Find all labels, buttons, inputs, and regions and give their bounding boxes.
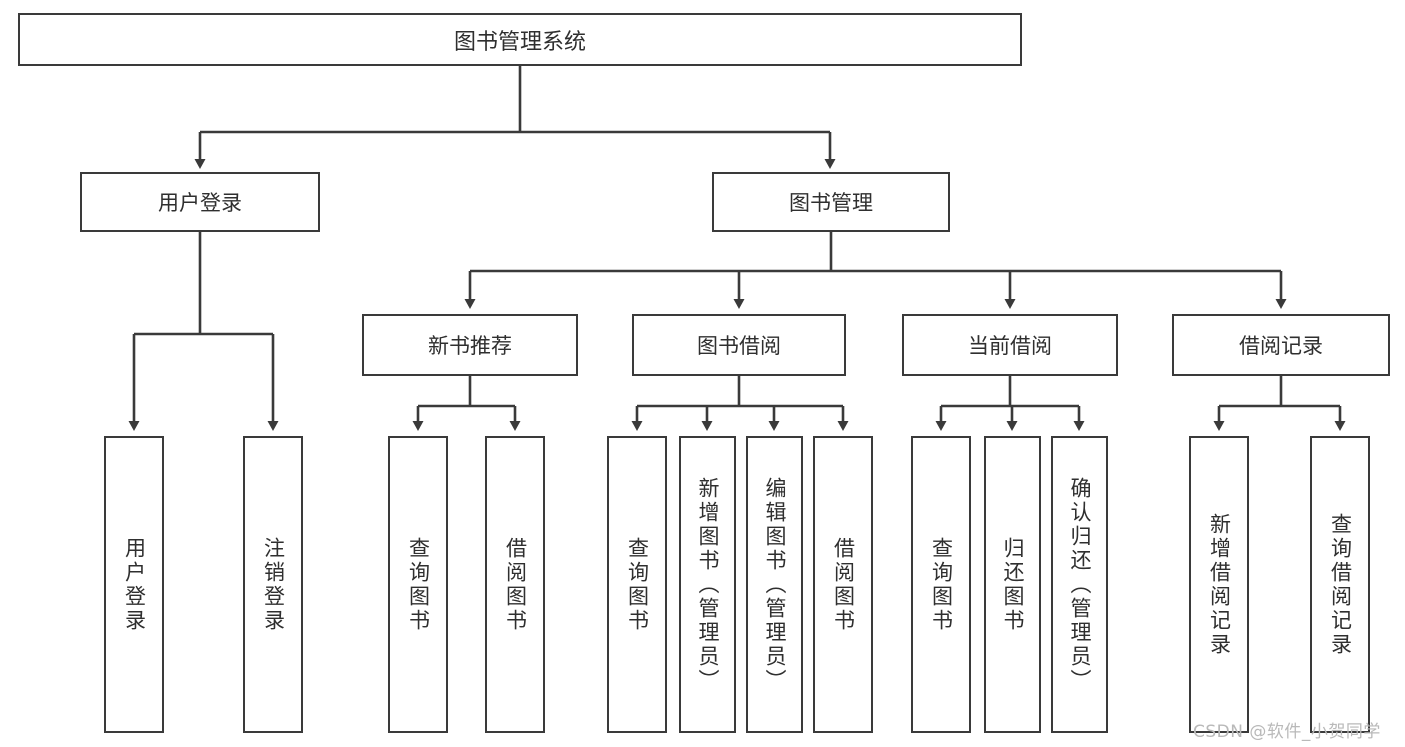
node-user-login[interactable]: 用户登录: [80, 172, 320, 232]
leaf-new-book-borrow-label: 借阅图书: [503, 536, 528, 633]
leaf-new-book-borrow[interactable]: 借阅图书: [485, 436, 545, 733]
node-root[interactable]: 图书管理系统: [18, 13, 1022, 66]
leaf-current-borrow-confirm-return[interactable]: 确认归还（管理员）: [1051, 436, 1108, 733]
node-borrow-record[interactable]: 借阅记录: [1172, 314, 1390, 376]
leaf-book-borrow-query[interactable]: 查询图书: [607, 436, 667, 733]
csdn-watermark: CSDN @软件_小贺同学: [1193, 722, 1381, 742]
leaf-borrow-record-add-label: 新增借阅记录: [1207, 512, 1232, 657]
leaf-user-login-logout[interactable]: 注销登录: [243, 436, 303, 733]
leaf-book-borrow-borrow-label: 借阅图书: [831, 536, 856, 633]
node-new-book-recommend[interactable]: 新书推荐: [362, 314, 578, 376]
node-book-borrow[interactable]: 图书借阅: [632, 314, 846, 376]
leaf-current-borrow-query[interactable]: 查询图书: [911, 436, 971, 733]
leaf-book-borrow-edit[interactable]: 编辑图书（管理员）: [746, 436, 803, 733]
leaf-new-book-query[interactable]: 查询图书: [388, 436, 448, 733]
node-current-borrow-label: 当前借阅: [968, 334, 1052, 358]
leaf-user-login-logout-label: 注销登录: [261, 536, 286, 633]
leaf-current-borrow-return[interactable]: 归还图书: [984, 436, 1041, 733]
node-user-login-label: 用户登录: [158, 191, 242, 215]
node-book-management-label: 图书管理: [789, 191, 873, 215]
leaf-borrow-record-add[interactable]: 新增借阅记录: [1189, 436, 1249, 733]
leaf-borrow-record-query-label: 查询借阅记录: [1328, 512, 1353, 657]
node-current-borrow[interactable]: 当前借阅: [902, 314, 1118, 376]
leaf-book-borrow-edit-label: 编辑图书（管理员）: [763, 476, 787, 693]
leaf-book-borrow-add[interactable]: 新增图书（管理员）: [679, 436, 736, 733]
leaf-book-borrow-add-label: 新增图书（管理员）: [696, 476, 720, 693]
leaf-borrow-record-query[interactable]: 查询借阅记录: [1310, 436, 1370, 733]
leaf-user-login-login[interactable]: 用户登录: [104, 436, 164, 733]
node-book-management[interactable]: 图书管理: [712, 172, 950, 232]
node-new-book-recommend-label: 新书推荐: [428, 334, 512, 358]
node-borrow-record-label: 借阅记录: [1239, 334, 1323, 358]
leaf-user-login-login-label: 用户登录: [122, 536, 147, 633]
leaf-book-borrow-query-label: 查询图书: [625, 536, 650, 633]
leaf-book-borrow-borrow[interactable]: 借阅图书: [813, 436, 873, 733]
leaf-current-borrow-query-label: 查询图书: [929, 536, 954, 633]
node-book-borrow-label: 图书借阅: [697, 334, 781, 358]
leaf-current-borrow-return-label: 归还图书: [1001, 536, 1025, 633]
leaf-current-borrow-confirm-return-label: 确认归还（管理员）: [1068, 476, 1092, 693]
leaf-new-book-query-label: 查询图书: [406, 536, 431, 633]
node-root-label: 图书管理系统: [453, 29, 586, 55]
